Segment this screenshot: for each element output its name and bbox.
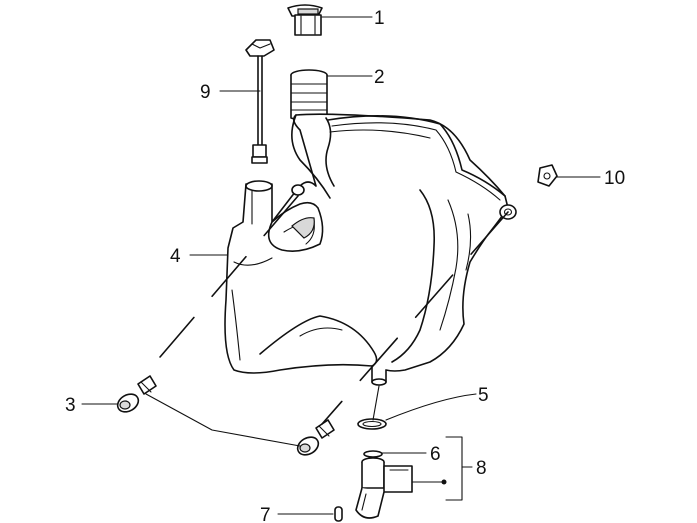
callout-9: 9 — [200, 82, 211, 103]
callout-7: 7 — [260, 505, 271, 523]
bolt-part-lower — [296, 419, 335, 456]
outlet-fitting-part — [355, 457, 413, 519]
assembly-lines — [141, 195, 509, 425]
callout-1: 1 — [374, 8, 385, 29]
callout-2: 2 — [374, 67, 385, 88]
clip-part — [537, 164, 558, 187]
callout-6: 6 — [430, 444, 441, 465]
level-sender-part — [245, 39, 275, 164]
o-ring-part — [357, 418, 387, 430]
filler-cap-part — [287, 4, 323, 36]
leader-lines — [81, 16, 601, 515]
callout-labels: 1 2 9 10 4 3 5 6 8 7 — [65, 8, 625, 523]
seal-part — [363, 450, 383, 458]
callout-3: 3 — [65, 395, 76, 416]
bolt-part-upper — [116, 375, 157, 413]
callout-4: 4 — [170, 246, 181, 267]
callout-8: 8 — [476, 458, 487, 479]
pin-part — [334, 506, 343, 522]
fuel-tank-part — [224, 113, 517, 386]
callout-10: 10 — [604, 168, 625, 189]
callout-5: 5 — [478, 385, 489, 406]
filler-neck-part — [290, 69, 328, 122]
